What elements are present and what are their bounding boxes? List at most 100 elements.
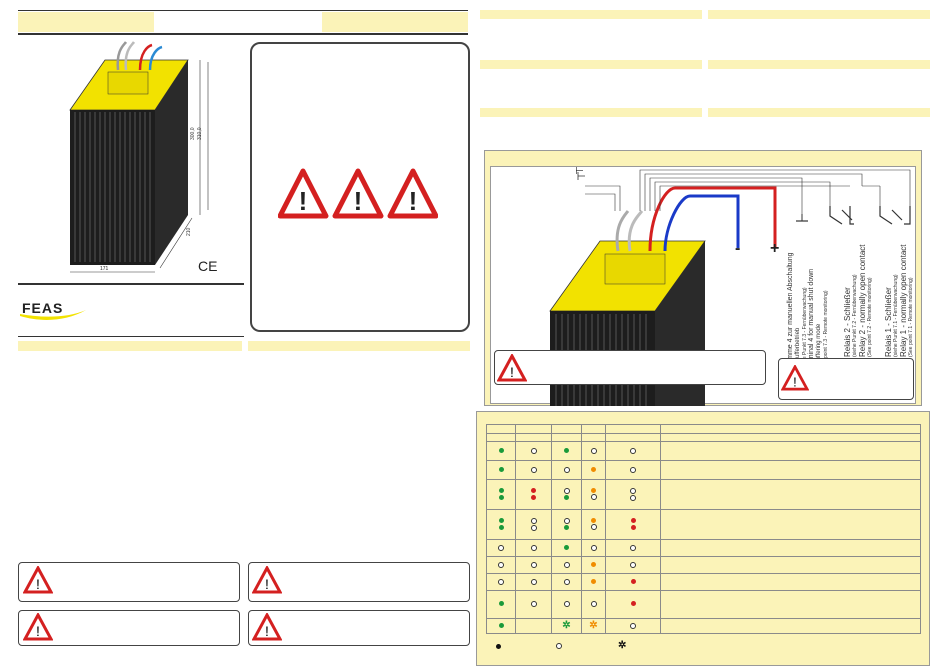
led-on-icon [498,601,504,607]
led-off-icon [530,578,537,585]
led-off-icon [630,494,636,501]
warning-box-1 [18,562,240,602]
diagram-warning-left [494,350,766,385]
warning-triangle-icon: ! [497,354,527,382]
right-bar-2a [480,60,702,69]
right-bar-1a [480,10,702,19]
ce-mark: CE [198,258,218,274]
led-off-icon [630,487,636,494]
led-off-icon [530,561,537,568]
relay1-label-de: Relais 1 - Schließer [884,287,893,357]
table-row [486,590,921,619]
led-on-icon [564,447,569,453]
warning-triangle-icon: ! [252,613,282,641]
led-off-icon [498,578,504,585]
led-off-icon [563,601,570,608]
terminal4-label-de: Klemme 4 zur manuellen Abschaltung [787,252,794,370]
led-off-icon [590,494,597,501]
relay2-label-en2: (See point 7.2 - Remote monitoring) [867,277,873,357]
feas-logo: FEAS [20,300,90,327]
led-off-icon [563,518,570,525]
led-on-icon [564,524,569,530]
led-on-icon [496,644,501,649]
minus-terminal-label: - [735,240,741,257]
led-flashing-icon: ✲ [618,640,627,651]
led-off-icon [590,524,597,531]
led-on-icon [498,494,504,500]
relay2-label-en: Relay 2 - normally open contact [858,244,867,358]
divider-logo-bottom [18,336,244,337]
led-on-icon [630,601,636,607]
dim-height-a: 300,0 [190,127,196,140]
ground-symbol: ⊥ [572,166,584,175]
power-supply-drawing [69,41,209,273]
led-off-icon [563,488,570,495]
led-off-icon [530,544,537,551]
led-on-icon [591,518,596,524]
feas-logo-text: FEAS [22,300,64,316]
table-row [486,479,921,510]
led-off-icon [530,517,537,524]
led-on-icon [498,518,504,524]
led-legend: ✲ [494,641,694,653]
led-on-icon [591,561,596,567]
table-row [486,573,921,591]
led-on-icon [531,494,536,500]
svg-text:!: ! [510,364,514,380]
led-off-icon [556,643,562,649]
led-on-icon [498,466,504,472]
warning-triangle-icon: ! [23,566,53,594]
right-bar-1b [708,10,930,19]
led-off-icon [498,561,504,568]
led-on-icon [591,488,596,494]
led-off-icon [630,622,636,629]
header-cell-left [18,12,154,32]
led-flashing-icon: ✲ [589,620,598,631]
table-row [486,441,921,461]
right-bar-2b [708,60,930,69]
svg-text:!: ! [354,186,363,216]
relay1-label-en: Relay 1 - normally open contact [899,244,908,358]
led-on-icon [564,544,569,550]
dim-depth: 210 [186,227,192,236]
led-off-icon [563,561,570,568]
led-on-icon [630,524,636,530]
led-off-icon [530,524,537,531]
header-cell-right [322,12,468,32]
led-off-icon [530,466,537,473]
warning-triangle-icon: ! [387,168,438,219]
led-on-icon [498,447,504,453]
led-off-icon [590,544,597,551]
warning-triangle-icon: ! [23,613,53,641]
led-on-icon [591,578,596,584]
svg-text:!: ! [299,186,308,216]
header-rule-left [18,33,468,35]
terminal4-label-en: Terminal 4 for manual shut down [808,268,815,370]
right-bar-3b [708,108,930,117]
warning-box-4 [248,610,470,646]
svg-text:!: ! [793,374,797,389]
table-row [486,460,921,480]
section-bar-left [18,341,242,351]
warning-triangle-icon: ! [332,168,384,219]
led-off-icon [590,447,597,454]
table-row [486,509,921,540]
divider-logo-top [18,283,244,285]
led-off-icon [590,601,597,608]
warning-triangle-icon: ! [252,566,282,594]
led-off-icon [563,578,570,585]
led-on-icon [564,494,569,500]
led-off-icon [563,466,570,473]
led-off-icon [630,561,636,568]
svg-text:!: ! [265,576,269,592]
led-off-icon [498,544,504,551]
led-on-icon [498,488,504,494]
relay1-label-en2: (See point 7.1 - Remote monitoring) [908,277,914,357]
led-off-icon [630,466,636,473]
led-on-icon [630,518,636,524]
led-status-table: ✲ ✲ [486,424,921,634]
led-off-icon [630,447,636,454]
dim-width: 171 [100,266,109,272]
led-off-icon [530,447,537,454]
warning-box-2 [248,562,470,602]
